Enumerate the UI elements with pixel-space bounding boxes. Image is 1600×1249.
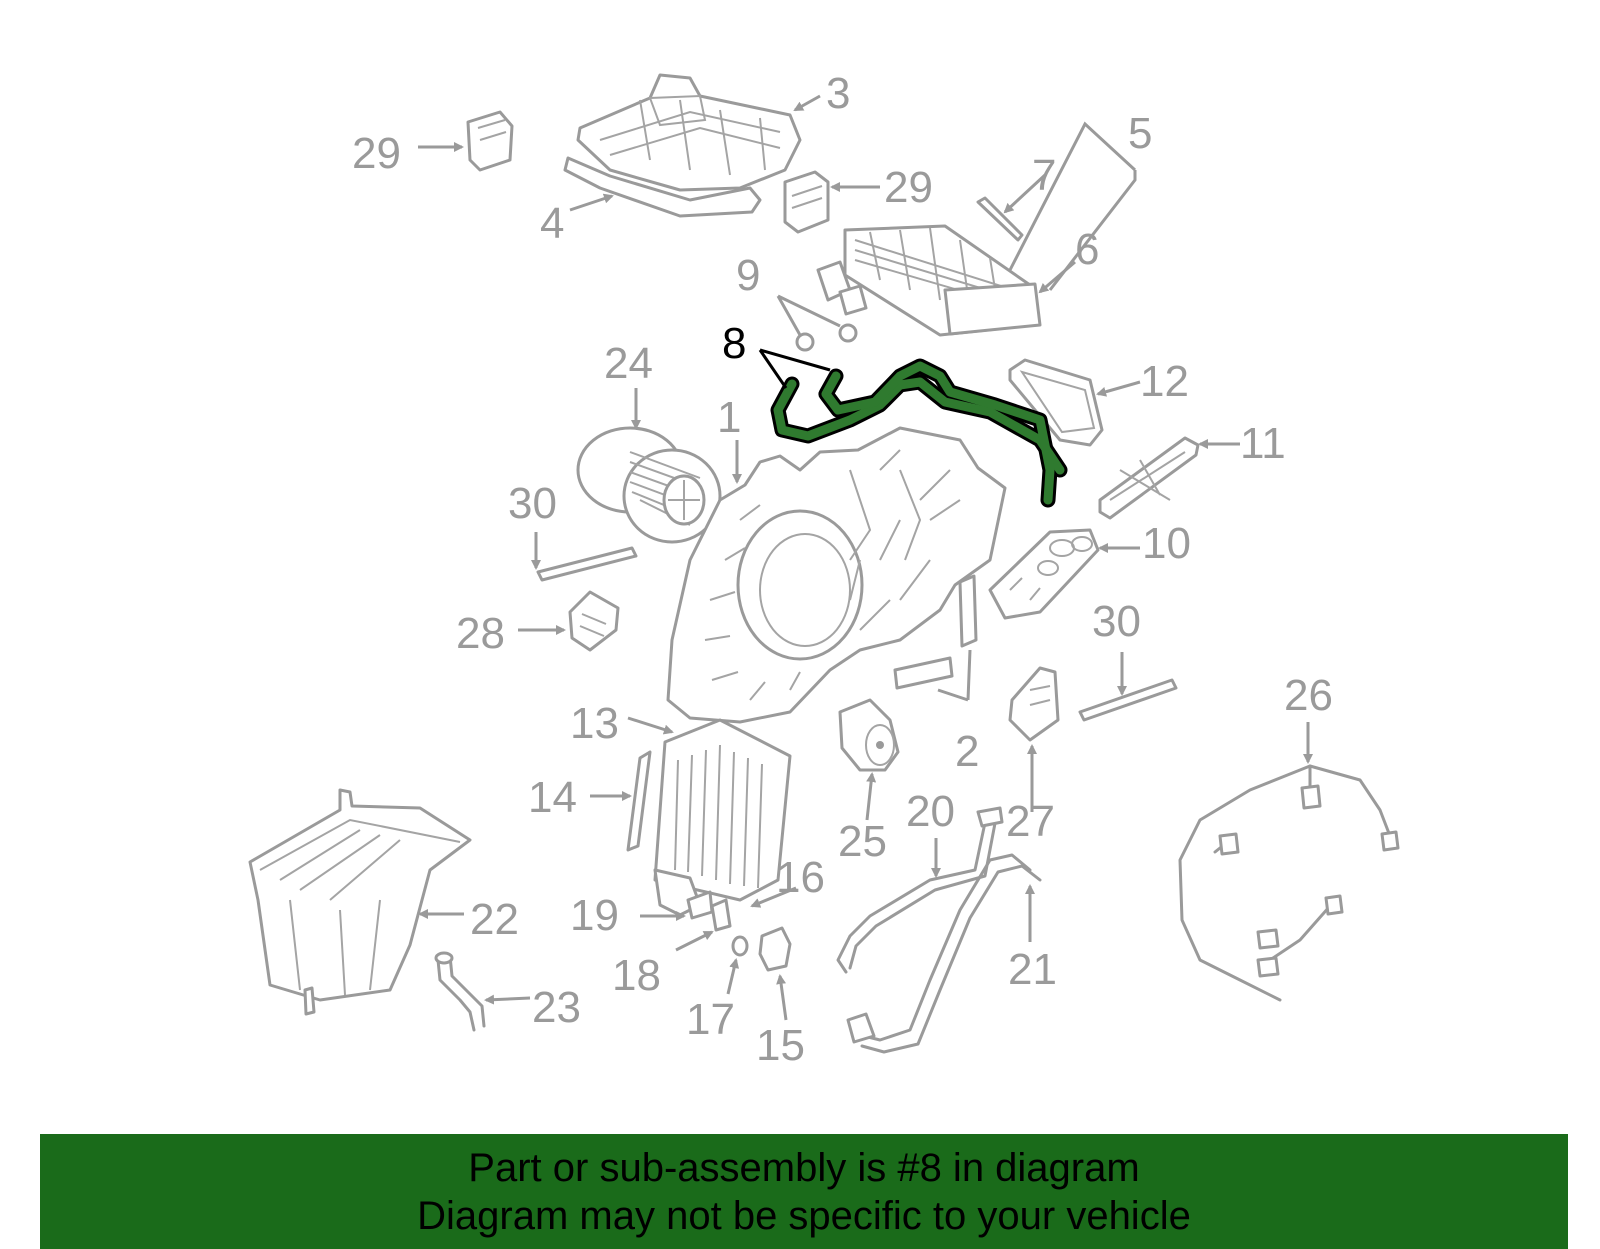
banner-line-disclaimer: Diagram may not be specific to your vehi… (417, 1194, 1191, 1238)
callout-8: 8 (722, 319, 746, 368)
callout-29-left: 29 (352, 129, 401, 178)
callout-11: 11 (1240, 419, 1286, 468)
callout-5: 5 (1128, 109, 1152, 158)
part-23-drain-hose (434, 951, 531, 1032)
callout-1: 1 (717, 393, 741, 442)
callout-30-right: 30 (1092, 597, 1141, 646)
part-13-evaporator (627, 716, 792, 917)
callout-13: 13 (570, 699, 619, 748)
part-8-heater-hoses (758, 348, 1068, 508)
part-25-actuator (838, 698, 900, 821)
callout-20: 20 (906, 787, 955, 836)
callout-17: 17 (686, 995, 735, 1044)
callout-9: 9 (736, 251, 760, 300)
callout-23: 23 (532, 983, 581, 1032)
callout-25: 25 (838, 817, 887, 866)
callout-14: 14 (528, 773, 577, 822)
info-banner: Part or sub-assembly is #8 in diagram Di… (40, 1134, 1568, 1249)
part-30-strip-right (1078, 652, 1178, 722)
callout-28: 28 (456, 609, 505, 658)
part-29-module-left (418, 110, 514, 172)
parts-diagram: 1 2 3 4 5 6 7 8 9 10 11 12 13 14 15 16 1… (248, 69, 1400, 1070)
callout-21: 21 (1008, 945, 1057, 994)
callout-10: 10 (1142, 519, 1191, 568)
part-11-filter (1098, 436, 1240, 520)
callout-27: 27 (1006, 797, 1055, 846)
part-22-lower-case (248, 788, 472, 1016)
callout-24: 24 (604, 339, 653, 388)
callout-15: 15 (756, 1021, 805, 1070)
banner-line-part-number: Part or sub-assembly is #8 in diagram (468, 1146, 1140, 1190)
callout-2: 2 (955, 727, 979, 776)
part-15-19-hardware (640, 886, 797, 1021)
callout-19: 19 (570, 891, 619, 940)
part-30-strip-left (531, 532, 638, 582)
part-12-filter-frame (1008, 358, 1141, 447)
part-29-module-right (783, 170, 880, 234)
callout-26: 26 (1284, 671, 1333, 720)
callout-7: 7 (1032, 151, 1056, 200)
part-27-bracket (1008, 666, 1060, 812)
part-14-seal-strip (590, 750, 652, 852)
part-24-blower-motor (576, 388, 722, 544)
part-10-valve-block (988, 528, 1140, 620)
part-28-actuator (518, 590, 620, 652)
callout-18: 18 (612, 951, 661, 1000)
part-20-21-refrigerant-lines (836, 806, 1042, 1054)
callout-4: 4 (540, 199, 564, 248)
callout-12: 12 (1140, 357, 1189, 406)
callout-30-left: 30 (508, 479, 557, 528)
callout-6: 6 (1075, 225, 1099, 274)
part-1-main-housing (666, 426, 1007, 724)
callout-22: 22 (470, 895, 519, 944)
part-9-clips (776, 294, 858, 352)
part-26-wiring-harness (1178, 722, 1400, 1002)
callout-29-right: 29 (884, 163, 933, 212)
part-3-4-upper-housing (563, 73, 821, 218)
part-2-seals (893, 574, 978, 702)
callout-16: 16 (776, 853, 825, 902)
callout-3: 3 (826, 69, 850, 118)
part-5-6-7-heater-core (816, 121, 1137, 337)
